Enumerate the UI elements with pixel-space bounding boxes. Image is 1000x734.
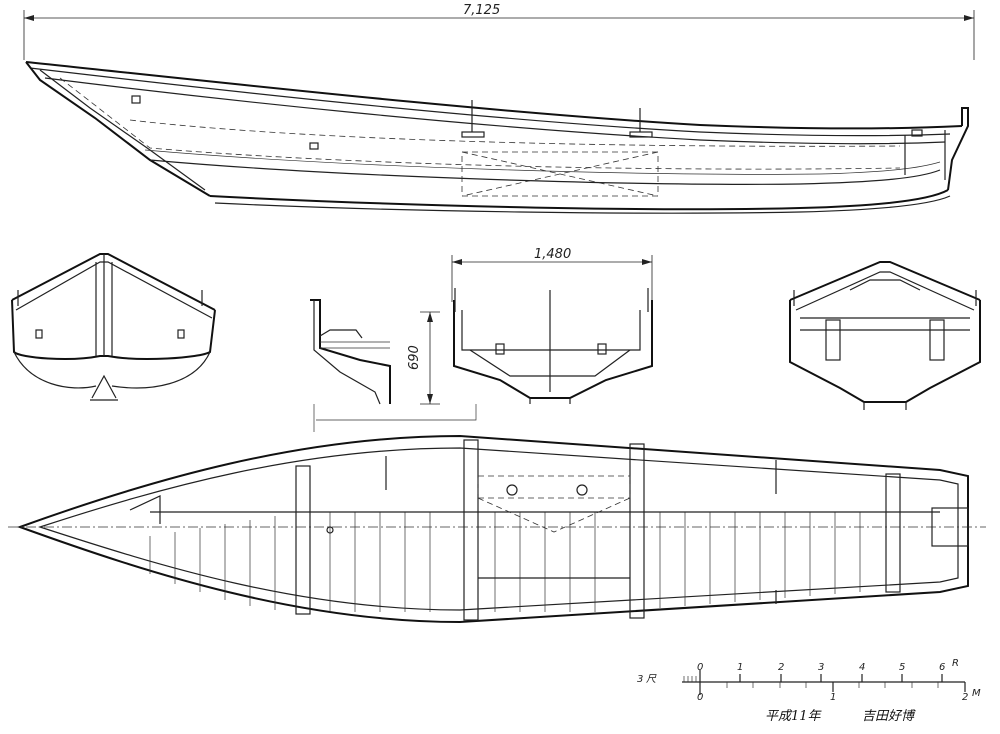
scale-upper-tick-3: 3 — [818, 662, 824, 673]
scale-upper-tick-2: 2 — [778, 662, 784, 673]
scale-upper-tick-5: 5 — [899, 662, 905, 673]
bow-end-view — [11, 253, 216, 401]
scale-upper-unit: 尺 — [646, 674, 657, 685]
scale-lower-tick-0: 0 — [697, 692, 703, 703]
beam-label: 1,480 — [534, 247, 571, 262]
scale-lower-suffix: M — [972, 688, 981, 699]
drawing-signature: 平成11年 吉田好博 — [765, 709, 916, 724]
signature-author: 吉田好博 — [862, 709, 916, 724]
plan-view — [8, 434, 986, 624]
overall-length-label: 7,125 — [463, 3, 500, 18]
scale-lower-tick-2: 2 — [962, 692, 968, 703]
signature-date: 平成11年 — [765, 709, 823, 724]
scale-upper-tick-6: 6 — [939, 662, 945, 673]
midship-section: 1,480 690 — [407, 247, 653, 405]
scale-upper-tick-0: 0 — [697, 662, 703, 673]
scale-upper-tick-4: 4 — [859, 662, 865, 673]
scale-upper-label: 3 — [637, 674, 643, 685]
scale-bar: 3 尺 0 1 2 3 4 5 6 R 0 1 2 M — [637, 658, 981, 703]
depth-label: 690 — [407, 345, 422, 370]
scale-upper-tick-1: 1 — [737, 662, 743, 673]
bow-section-detail — [310, 299, 391, 405]
side-profile-view — [25, 61, 969, 214]
scale-lower-tick-1: 1 — [830, 692, 836, 703]
scale-upper-suffix: R — [952, 658, 959, 669]
stern-end-view — [789, 261, 981, 410]
overall-length-dimension: 7,125 — [23, 3, 975, 60]
